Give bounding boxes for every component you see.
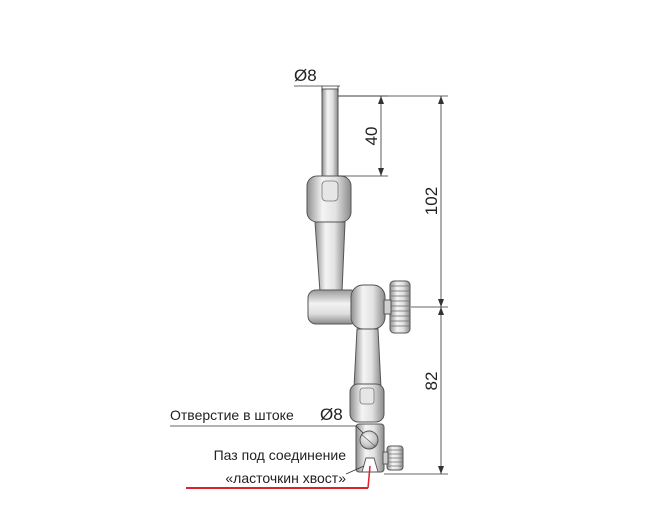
lower-clamp-slot (359, 387, 375, 405)
hole-label: Отверстие в штоке (170, 407, 294, 423)
upper-arm (314, 221, 346, 293)
dovetail-groove (361, 457, 379, 473)
hole-diameter-label: Ø8 (320, 405, 343, 424)
upper-rod (321, 88, 339, 182)
upper-clamp-slot (321, 180, 339, 202)
lower-height-dimension: 82 (422, 372, 441, 391)
rod-length-dimension: 40 (362, 127, 381, 146)
knurled-knob (389, 280, 411, 334)
dovetail-label-line1: Паз под соединение (214, 447, 347, 463)
upper-height-dimension: 102 (422, 187, 441, 215)
dovetail-label-line2: «ласточкин хвост» (225, 470, 346, 486)
joint-hub (350, 284, 386, 330)
knurl-lines (391, 285, 409, 327)
rod-diameter-label: Ø8 (294, 66, 317, 85)
lower-arm (353, 328, 382, 389)
knob-neck (383, 299, 392, 315)
